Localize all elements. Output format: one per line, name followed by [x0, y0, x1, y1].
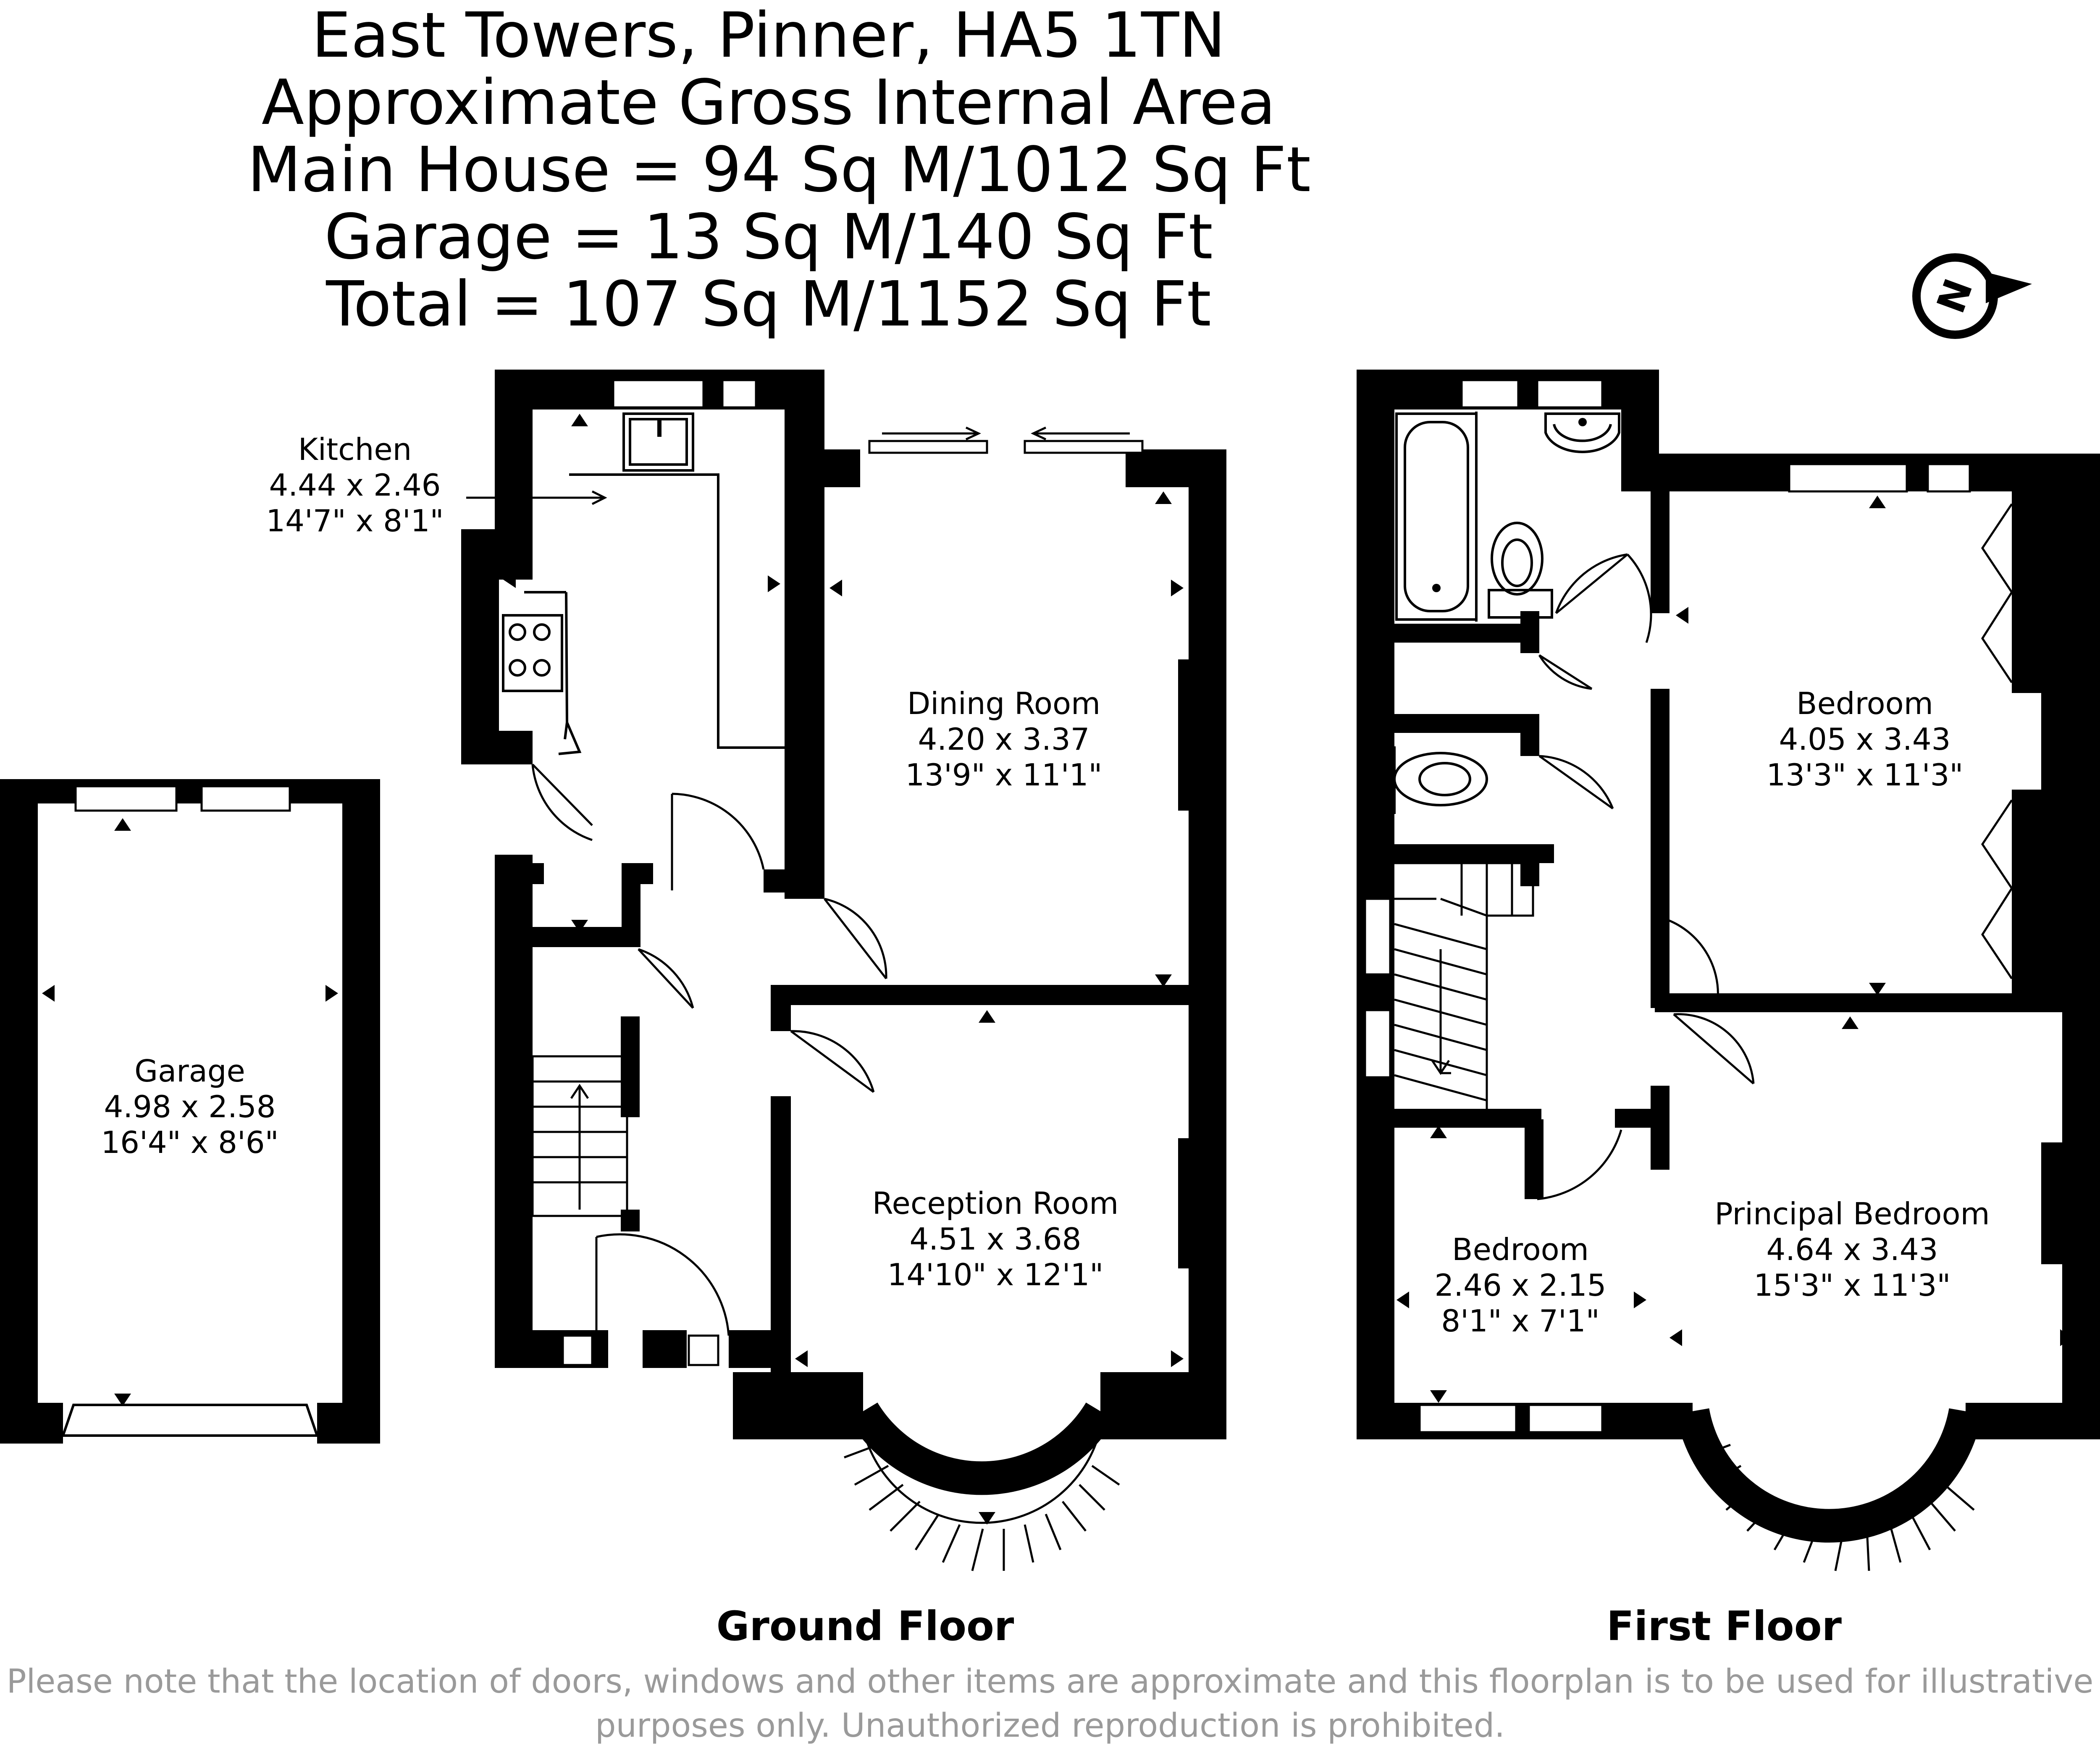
- compass-icon: N: [1912, 253, 2032, 339]
- reception-room-label: Reception Room: [872, 1186, 1119, 1221]
- doors: [531, 764, 887, 1336]
- garage-window: [74, 785, 178, 812]
- landing-window: [1364, 1009, 1391, 1079]
- sliding-door: [868, 440, 988, 454]
- kitchen-window: [612, 379, 705, 409]
- kitchen-window: [721, 379, 757, 409]
- first-floor-plan: Bedroom 4.05 x 3.43 13'3" x 11'3" Princi…: [1357, 370, 2100, 1650]
- bedroom-window: [1418, 1404, 1517, 1433]
- washbasin-icon: [1544, 412, 1620, 453]
- bedroom-small-label: Bedroom: [1452, 1232, 1589, 1267]
- garage-imperial: 16'4" x 8'6": [101, 1125, 278, 1160]
- hall-window: [562, 1334, 593, 1366]
- dining-room-label: Dining Room: [907, 686, 1100, 721]
- kitchen-sink: [622, 412, 694, 472]
- garage-window: [200, 785, 291, 812]
- address-title: East Towers, Pinner, HA5 1TN: [312, 0, 1226, 71]
- ground-floor-plan: Kitchen 4.44 x 2.46 14'7" x 8'1" Dining …: [101, 370, 1226, 1650]
- garage-label: Garage: [134, 1053, 245, 1089]
- landing-window: [1364, 898, 1391, 976]
- bathtub-icon: [1395, 412, 1478, 621]
- disclaimer: Please note that the location of doors, …: [7, 1663, 2094, 1745]
- reception-room-imperial: 14'10" x 12'1": [887, 1257, 1104, 1292]
- garage-plan: [0, 779, 380, 1444]
- garage-area: Garage = 13 Sq M/140 Sq Ft: [324, 201, 1213, 273]
- bedroom-small-imperial: 8'1" x 7'1": [1441, 1303, 1599, 1339]
- principal-bedroom-label: Principal Bedroom: [1714, 1196, 1990, 1231]
- toilet-icon: [1488, 522, 1553, 619]
- doors: [1536, 553, 1755, 1200]
- hall-window: [688, 1334, 719, 1366]
- total-area: Total = 107 Sq M/1152 Sq Ft: [326, 268, 1211, 340]
- garage-door: [61, 1404, 319, 1437]
- disclaimer-line-2: purposes only. Unauthorized reproduction…: [595, 1707, 1505, 1745]
- principal-bedroom-imperial: 15'3" x 11'3": [1754, 1268, 1950, 1303]
- sliding-door: [1024, 440, 1144, 454]
- ground-floor-label: Ground Floor: [717, 1603, 1014, 1650]
- hob-icon: [502, 614, 563, 692]
- wardrobe: [1981, 503, 2013, 979]
- staircase: [531, 1055, 628, 1217]
- bedroom-window: [1528, 1404, 1604, 1433]
- reception-room-metric: 4.51 x 3.68: [909, 1221, 1081, 1257]
- bedroom-window: [1788, 463, 1908, 493]
- staircase: [1394, 862, 1534, 1109]
- garage-metric: 4.98 x 2.58: [104, 1089, 276, 1124]
- kitchen-metric: 4.44 x 2.46: [269, 467, 441, 503]
- main-house-area: Main House = 94 Sq M/1012 Sq Ft: [247, 134, 1311, 206]
- bedroom-small-metric: 2.46 x 2.15: [1434, 1268, 1606, 1303]
- header: East Towers, Pinner, HA5 1TN Approximate…: [247, 0, 1311, 340]
- bedroom-rear-imperial: 13'3" x 11'3": [1766, 757, 1963, 793]
- first-floor-label: First Floor: [1606, 1603, 1842, 1650]
- kitchen-imperial: 14'7" x 8'1": [266, 503, 444, 538]
- bathroom-window: [1460, 379, 1520, 409]
- bedroom-rear-label: Bedroom: [1796, 686, 1933, 721]
- toilet-icon: [1364, 746, 1488, 814]
- area-subtitle: Approximate Gross Internal Area: [262, 66, 1276, 139]
- compass-letter: N: [1928, 273, 1982, 319]
- disclaimer-line-1: Please note that the location of doors, …: [7, 1663, 2094, 1701]
- kitchen-label: Kitchen: [298, 432, 412, 467]
- bedroom-rear-metric: 4.05 x 3.43: [1779, 722, 1950, 757]
- bathroom-window: [1536, 379, 1604, 409]
- dining-room-metric: 4.20 x 3.37: [918, 722, 1089, 757]
- dining-room-imperial: 13'9" x 11'1": [905, 757, 1102, 793]
- principal-bedroom-metric: 4.64 x 3.43: [1766, 1232, 1938, 1267]
- bedroom-window: [1927, 463, 1971, 493]
